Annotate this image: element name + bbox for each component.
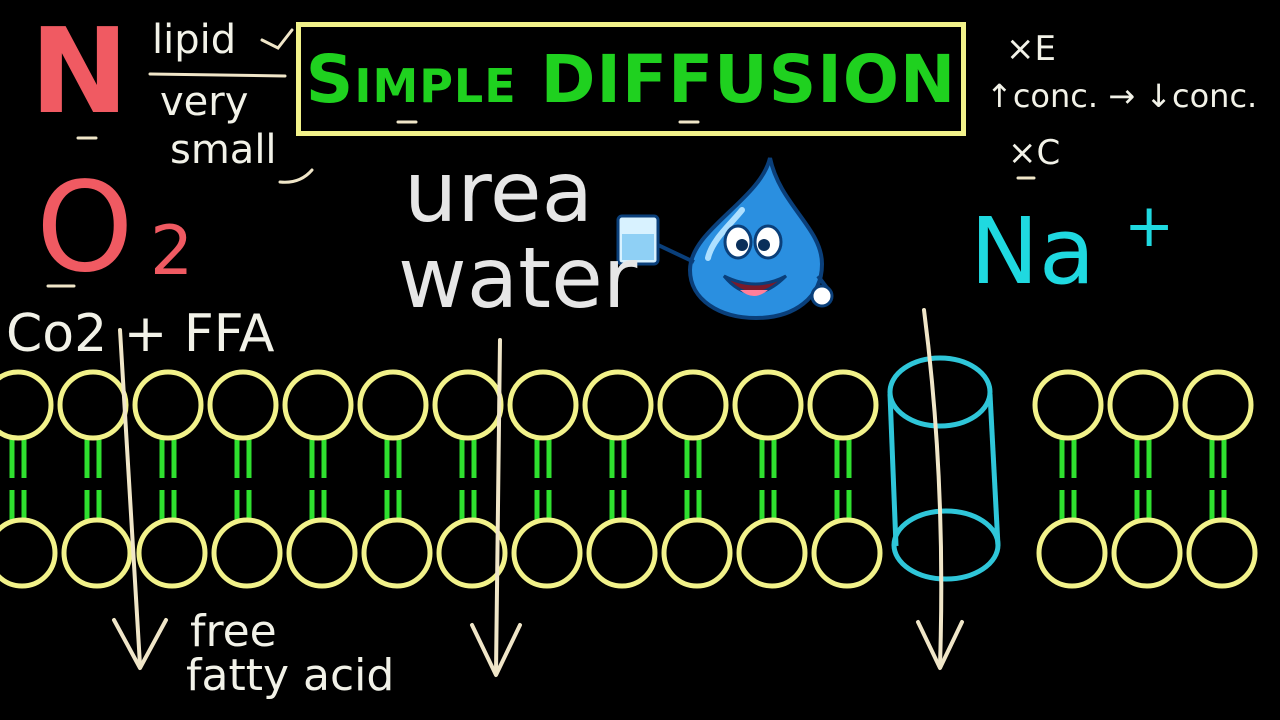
channel-top (887, 355, 993, 429)
lower-phospholipid-head (736, 517, 808, 589)
water-label: water (398, 229, 638, 327)
upper-phospholipid-head (357, 369, 429, 441)
arrow-co2-shaft (118, 328, 142, 667)
nitrogen-label: N (30, 2, 129, 140)
lower-phospholipid-head (211, 517, 283, 589)
arrow-co2-head (112, 618, 168, 670)
upper-phospholipid-head (57, 369, 129, 441)
lower-phospholipid-head (286, 517, 358, 589)
sodium-ion-label: Na (970, 198, 1096, 305)
phospholipid-heads (0, 369, 1258, 589)
arrow-water-head (470, 623, 522, 677)
lipid-tick (260, 28, 294, 50)
co2-ffa-label: Co2 + FFA (6, 304, 275, 364)
arrow-water-shaft (494, 338, 502, 674)
lipid-tails (9, 438, 1227, 522)
small-note: small (170, 127, 277, 173)
channel-right-wall (987, 393, 1001, 547)
fatty-acid-note: fatty acid (186, 650, 395, 701)
upper-phospholipid-head (807, 369, 879, 441)
channel-bottom (891, 508, 1001, 582)
lower-phospholipid-head (661, 517, 733, 589)
free-note: free (190, 606, 277, 657)
lower-phospholipid-head (1186, 517, 1258, 589)
urea-label: urea (404, 143, 594, 241)
lower-phospholipid-head (61, 517, 133, 589)
upper-phospholipid-head (132, 369, 204, 441)
lipid-underline (148, 72, 287, 78)
upper-phospholipid-head (1107, 369, 1179, 441)
upper-phospholipid-head (432, 369, 504, 441)
upper-phospholipid-head (0, 369, 54, 441)
upper-phospholipid-head (1032, 369, 1104, 441)
lower-phospholipid-head (361, 517, 433, 589)
oxygen-label: O (36, 156, 134, 300)
title-box: Simple DIFFUSION (296, 22, 966, 136)
arrow-na-head (916, 620, 964, 670)
upper-phospholipid-head (282, 369, 354, 441)
lower-phospholipid-head (0, 517, 58, 589)
lower-phospholipid-head (436, 517, 508, 589)
channel-left-wall (887, 393, 899, 547)
small-tick (278, 168, 314, 184)
upper-phospholipid-head (1182, 369, 1254, 441)
sodium-charge-label: + (1124, 191, 1175, 261)
lipid-note: lipid (152, 17, 237, 63)
arrow-na-shaft (922, 308, 944, 667)
lower-phospholipid-head (136, 517, 208, 589)
water-drop-mascot-icon (616, 157, 834, 321)
protein-channel (887, 355, 1001, 582)
concentration-gradient-note: ↑conc. → ↓conc. (986, 77, 1258, 115)
page-title: Simple DIFFUSION (305, 40, 957, 118)
xc-note: ×C (1008, 133, 1061, 173)
xe-note: ×E (1006, 29, 1056, 69)
lower-phospholipid-head (1036, 517, 1108, 589)
lower-phospholipid-head (511, 517, 583, 589)
upper-phospholipid-head (657, 369, 729, 441)
lower-phospholipid-head (811, 517, 883, 589)
upper-phospholipid-head (732, 369, 804, 441)
upper-phospholipid-head (207, 369, 279, 441)
lower-phospholipid-head (1111, 517, 1183, 589)
upper-phospholipid-head (507, 369, 579, 441)
very-note: very (160, 79, 249, 125)
oxygen-subscript: 2 (150, 212, 194, 291)
upper-phospholipid-head (582, 369, 654, 441)
lower-phospholipid-head (586, 517, 658, 589)
